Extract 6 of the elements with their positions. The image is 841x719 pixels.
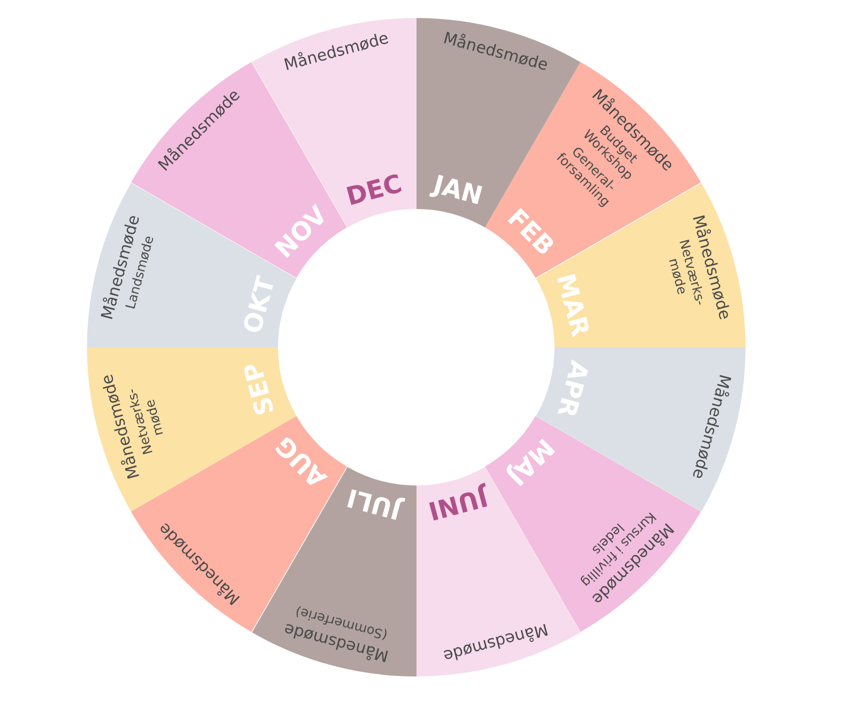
month-label: JULI [344, 485, 404, 524]
month-label: SEP [240, 360, 278, 418]
month-label: JAN [431, 171, 486, 208]
month-label: MAR [553, 270, 594, 339]
month-label: DEC [343, 170, 404, 209]
month-label: JUNI [426, 484, 490, 524]
